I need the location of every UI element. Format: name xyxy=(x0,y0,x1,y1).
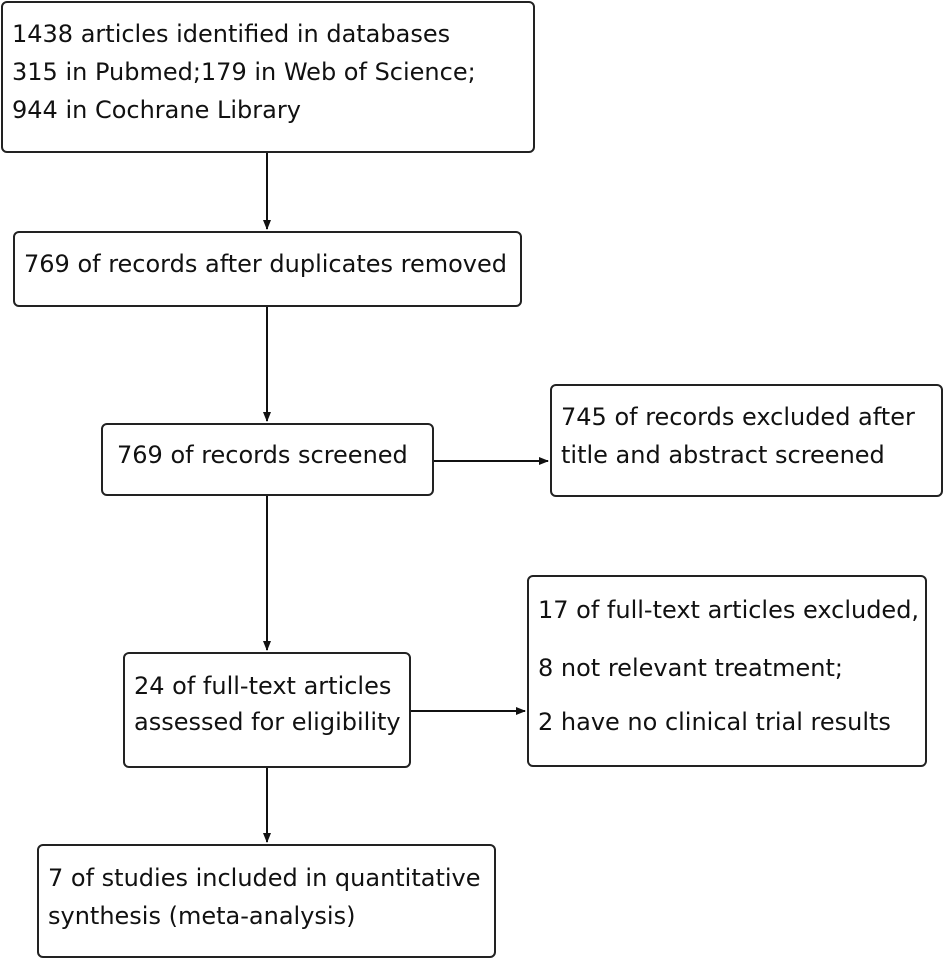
full-text-assessed-line: 24 of full-text articles xyxy=(134,672,392,700)
excluded-title-abstract-box: 745 of records excluded after title and … xyxy=(550,384,943,497)
duplicates-removed-box: 769 of records after duplicates removed xyxy=(13,231,522,307)
full-text-excluded-line: 17 of full-text articles excluded, xyxy=(538,596,920,624)
excluded-title-abstract-line: title and abstract screened xyxy=(561,441,885,469)
full-text-excluded-line: 2 have no clinical trial results xyxy=(538,708,891,736)
included-line: synthesis (meta-analysis) xyxy=(48,902,356,930)
included-line: 7 of studies included in quantitative xyxy=(48,864,481,892)
full-text-assessed-line: assessed for eligibility xyxy=(134,708,401,736)
identified-line: 944 in Cochrane Library xyxy=(12,96,301,124)
identified-line: 1438 articles identified in databases xyxy=(12,20,451,48)
full-text-excluded-line: 8 not relevant treatment; xyxy=(538,654,844,682)
full-text-assessed-box: 24 of full-text articles assessed for el… xyxy=(123,652,411,768)
screened-line: 769 of records screened xyxy=(117,441,408,469)
identified-box: 1438 articles identified in databases 31… xyxy=(1,1,535,153)
identified-line: 315 in Pubmed;179 in Web of Science; xyxy=(12,58,476,86)
full-text-excluded-box: 17 of full-text articles excluded, 8 not… xyxy=(527,575,927,767)
duplicates-removed-line: 769 of records after duplicates removed xyxy=(24,250,507,278)
excluded-title-abstract-line: 745 of records excluded after xyxy=(561,403,915,431)
screened-box: 769 of records screened xyxy=(101,423,434,496)
included-box: 7 of studies included in quantitative sy… xyxy=(37,844,496,958)
